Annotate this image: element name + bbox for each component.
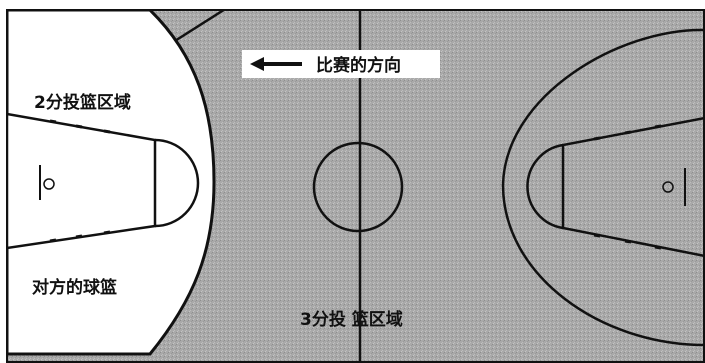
right-lane-hash-marks — [593, 124, 662, 250]
right-three-point-arc — [501, 28, 705, 347]
court-border — [6, 9, 705, 363]
opponent-basket-label: 对方的球篮 — [32, 277, 117, 298]
two-point-zone-label: 2分投篮区域 — [34, 92, 131, 113]
left-free-throw-arc — [154, 138, 200, 228]
center-circle — [312, 141, 404, 233]
right-hoop — [662, 181, 674, 193]
direction-of-play-label: 比赛的方向 — [316, 55, 401, 76]
right-free-throw-lane — [561, 116, 705, 258]
right-free-throw-arc — [526, 143, 564, 230]
left-arrow-icon — [250, 57, 302, 71]
left-lane-hash-marks — [49, 119, 111, 243]
left-hoop — [43, 178, 55, 190]
three-point-zone-label: 3分投 篮区域 — [300, 309, 403, 330]
